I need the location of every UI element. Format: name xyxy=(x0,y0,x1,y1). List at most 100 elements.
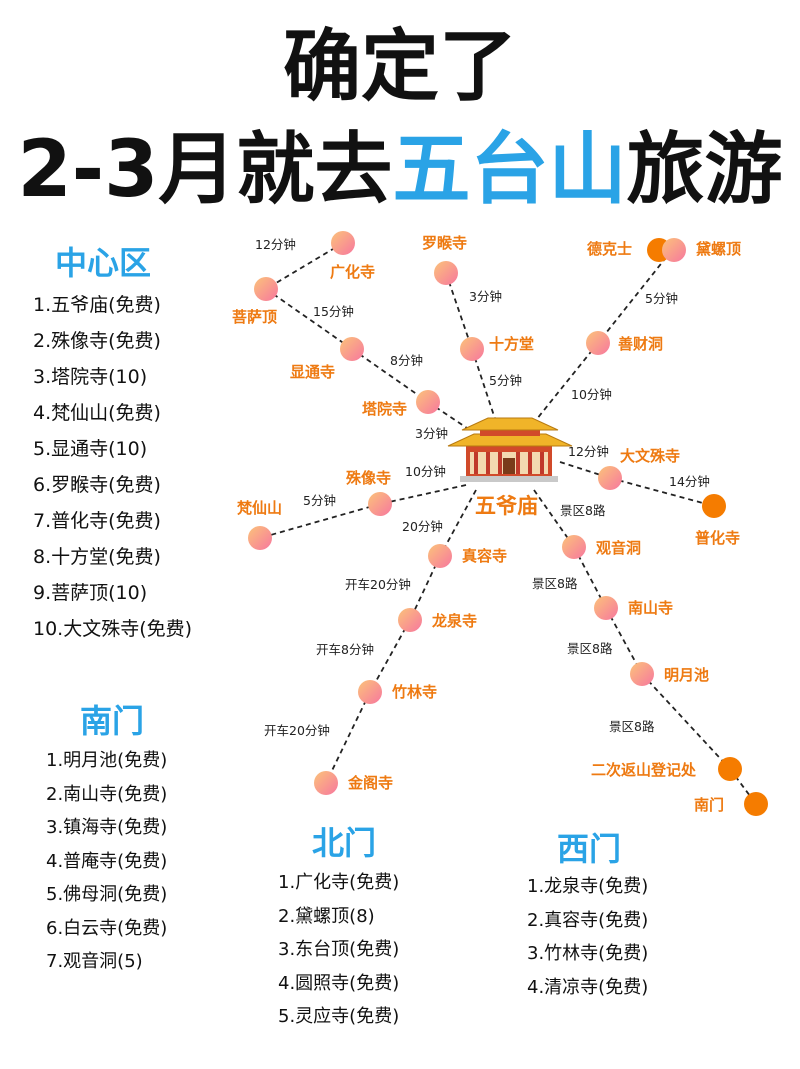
list-item: 3.竹林寺(免费) xyxy=(527,943,649,964)
list-item: 10.大文殊寺(免费) xyxy=(33,618,193,640)
west-gate-list: 1.龙泉寺(免费) 2.真容寺(免费) 3.竹林寺(免费) 4.清凉寺(免费) xyxy=(527,870,648,1004)
list-item: 3.塔院寺(10) xyxy=(33,366,148,388)
label-tayuan: 塔院寺 xyxy=(362,400,407,418)
list-item: 7.观音洞(5) xyxy=(46,951,143,972)
edge-label-center-zhenrong: 20分钟 xyxy=(402,519,443,534)
list-item: 2.殊像寺(免费) xyxy=(33,330,161,352)
title-prefix: 2-3月就去 xyxy=(17,125,393,215)
edge-pusading-xiantong xyxy=(265,288,353,350)
list-item: 3.镇海寺(免费) xyxy=(46,817,168,838)
node-register xyxy=(718,757,742,781)
node-mingyue xyxy=(630,662,654,686)
label-longquan: 龙泉寺 xyxy=(431,612,477,630)
label-fanxian: 梵仙山 xyxy=(237,499,282,517)
label-mingyue: 明月池 xyxy=(664,666,709,684)
node-guanyin xyxy=(562,535,586,559)
node-zhulin xyxy=(358,680,382,704)
south-gate-title: 南门 xyxy=(80,702,145,740)
edge-label-tayuan-center: 3分钟 xyxy=(415,426,448,441)
edge-label-dailuo-shancai: 5分钟 xyxy=(645,291,678,306)
label-guanyin: 观音洞 xyxy=(596,539,641,557)
north-gate-title: 北门 xyxy=(312,824,377,862)
label-xiantong: 显通寺 xyxy=(290,363,335,381)
label-puhua: 普化寺 xyxy=(695,529,740,547)
south-gate-list: 1.明月池(免费) 2.南山寺(免费) 3.镇海寺(免费) 4.普庵寺(免费) … xyxy=(46,744,167,979)
edge-label-guanghua-pusading: 12分钟 xyxy=(255,237,296,252)
edge-labels: 12分钟 15分钟 8分钟 3分钟 3分钟 5分钟 5分钟 10分钟 12分钟 … xyxy=(255,237,710,738)
edge-label-luohou-shifang: 3分钟 xyxy=(469,289,502,304)
edge-zhulin-jinge xyxy=(325,691,371,784)
label-nanmen: 南门 xyxy=(694,796,724,814)
edge-label-shuxiang-fanxian: 5分钟 xyxy=(303,493,336,508)
label-dawenshu: 大文殊寺 xyxy=(620,447,680,465)
node-jinge xyxy=(314,771,338,795)
edge-center-zhenrong xyxy=(439,489,477,557)
center-zone-title: 中心区 xyxy=(55,244,152,282)
node-shancai xyxy=(586,331,610,355)
list-item: 2.南山寺(免费) xyxy=(46,783,168,805)
center-zone-list: 1.五爷庙(免费) 2.殊像寺(免费) 3.塔院寺(10) 4.梵仙山(免费) … xyxy=(33,287,192,647)
edge-center-shuxiang xyxy=(379,484,467,505)
label-nanshan: 南山寺 xyxy=(628,599,673,617)
label-shuxiang: 殊像寺 xyxy=(346,469,391,487)
label-jinge: 金阁寺 xyxy=(347,774,393,792)
edge-nanshan-mingyue xyxy=(605,607,643,675)
node-longquan xyxy=(398,608,422,632)
edge-dailuo-shancai xyxy=(597,249,673,344)
title-highlight: 五台山 xyxy=(392,125,627,215)
edge-label-guanyin-nanshan: 景区8路 xyxy=(532,576,578,591)
list-item: 4.圆照寺(免费) xyxy=(278,972,400,994)
list-item: 5.佛母洞(免费) xyxy=(46,884,168,905)
edge-label-center-dawenshu: 12分钟 xyxy=(568,444,609,459)
edge-label-center-guanyin: 景区8路 xyxy=(560,503,606,518)
node-tayuan xyxy=(416,390,440,414)
list-item: 3.东台顶(免费) xyxy=(278,939,400,960)
list-item: 5.显通寺(10) xyxy=(33,438,148,460)
route-edges xyxy=(259,242,757,805)
edge-label-dawenshu-puhua: 14分钟 xyxy=(669,474,710,489)
edge-label-zhulin-jinge: 开车20分钟 xyxy=(264,723,330,738)
edge-shifang-center xyxy=(471,348,499,429)
edge-label-pusading-xiantong: 15分钟 xyxy=(313,304,354,319)
label-zhulin: 竹林寺 xyxy=(391,683,437,701)
list-item: 7.普化寺(免费) xyxy=(33,510,161,532)
label-dekeshi: 德克士 xyxy=(587,240,632,258)
map-nodes xyxy=(248,231,768,816)
node-nanshan xyxy=(594,596,618,620)
edge-label-center-shuxiang: 10分钟 xyxy=(405,464,446,479)
list-item: 6.白云寺(免费) xyxy=(46,917,168,939)
edge-label-longquan-zhulin: 开车8分钟 xyxy=(316,642,374,657)
list-item: 1.龙泉寺(免费) xyxy=(527,876,649,897)
node-dailuo xyxy=(662,238,686,262)
list-item: 8.十方堂(免费) xyxy=(33,546,161,568)
edge-shancai-center xyxy=(527,342,599,431)
north-gate-list: 1.广化寺(免费) 2.黛螺顶(8) 3.东台顶(免费) 4.圆照寺(免费) 5… xyxy=(278,866,399,1034)
node-luohou xyxy=(434,261,458,285)
edge-longquan-zhulin xyxy=(369,619,411,693)
label-center: 五爷庙 xyxy=(475,494,538,518)
node-zhenrong xyxy=(428,544,452,568)
label-luohou: 罗睺寺 xyxy=(422,234,467,252)
edge-label-zhenrong-longquan: 开车20分钟 xyxy=(345,577,411,592)
page-title-line1: 确定了 xyxy=(282,22,517,112)
list-item: 2.黛螺顶(8) xyxy=(278,905,375,927)
node-puhua xyxy=(702,494,726,518)
list-item: 1.五爷庙(免费) xyxy=(33,294,161,316)
node-shifang xyxy=(460,337,484,361)
page-title-line2: 2-3月就去五台山旅游 xyxy=(0,122,800,218)
edge-guanghua-pusading xyxy=(265,242,344,290)
edge-label-shancai-center: 10分钟 xyxy=(571,387,612,402)
west-gate-title: 西门 xyxy=(557,830,622,868)
label-guanghua: 广化寺 xyxy=(330,263,375,281)
temple-icon xyxy=(447,417,573,482)
edge-shuxiang-fanxian xyxy=(259,503,381,539)
list-item: 5.灵应寺(免费) xyxy=(278,1006,400,1027)
edge-xiantong-tayuan xyxy=(351,348,429,403)
label-pusading: 菩萨顶 xyxy=(232,308,277,326)
edge-label-mingyue-register: 景区8路 xyxy=(609,719,655,734)
node-nanmen xyxy=(744,792,768,816)
node-guanghua xyxy=(331,231,355,255)
list-item: 2.真容寺(免费) xyxy=(527,909,649,931)
node-pusading xyxy=(254,277,278,301)
